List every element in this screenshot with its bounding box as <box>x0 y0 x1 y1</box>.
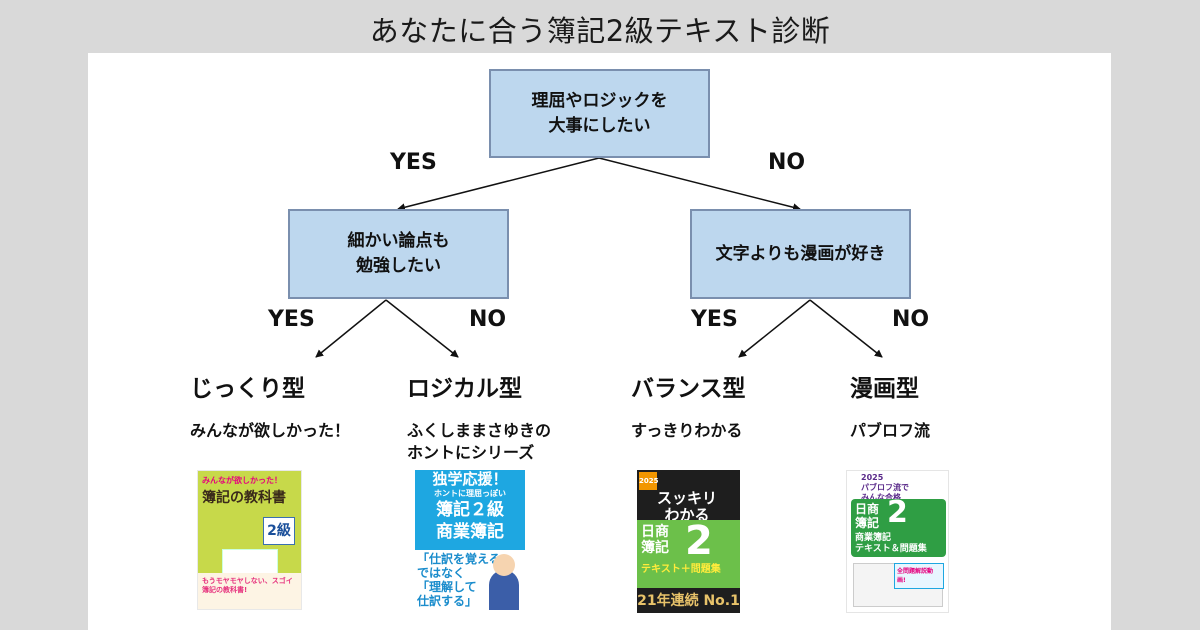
result-book-3: すっきりわかる <box>631 421 743 440</box>
branch-label-left-yes: YES <box>268 307 315 332</box>
question-left: 細かい論点も 勉強したい <box>288 209 509 299</box>
cover-4-subject: 日商 簿記 <box>855 502 880 530</box>
question-root: 理屈やロジックを 大事にしたい <box>489 69 710 158</box>
cover-1-series: みんなが欲しかった！ <box>202 476 282 485</box>
cover-3-title: スッキリ わかる <box>657 489 718 524</box>
result-type-4: 漫画型 <box>850 376 919 402</box>
cover-2-quote: 「仕訳を覚える」 ではなく 「理解して 仕訳する」 <box>417 552 513 608</box>
cover-3-band: 日商 簿記 2 テキスト＋問題集 <box>637 518 740 588</box>
cover-2-header: 独学応援！ ホントに理屈っぽい 簿記２級 商業簿記 <box>415 470 525 550</box>
branch-label-right-no: NO <box>892 307 930 332</box>
result-type-1: じっくり型 <box>190 376 305 402</box>
cover-3-text: テキスト＋問題集 <box>641 564 721 575</box>
cover-3-subject: 日商 簿記 <box>641 524 669 556</box>
question-right: 文字よりも漫画が好き <box>690 209 911 299</box>
cover-3-grade: 2 <box>685 518 713 564</box>
book-cover-sukkiri: 2025 スッキリ わかる 日商 簿記 2 テキスト＋問題集 21年連続 No.… <box>637 470 740 613</box>
result-book-2: ふくしままさゆきの ホントにシリーズ <box>407 421 552 462</box>
result-type-3: バランス型 <box>631 376 746 402</box>
result-type-2: ロジカル型 <box>407 376 522 402</box>
cover-4-badge: 全問題解説動画! <box>894 563 944 589</box>
page-title: あなたに合う簿記2級テキスト診断 <box>369 14 831 48</box>
cover-2-person-illustration <box>489 570 519 610</box>
cover-4-band: 日商 簿記 2 商業簿記 テキスト＆問題集 <box>851 495 946 557</box>
cover-3-year: 2025 <box>639 472 658 490</box>
cover-4-grade: 2 <box>887 495 908 530</box>
branch-label-left-no: NO <box>469 307 507 332</box>
branch-label-root-no: NO <box>768 150 806 175</box>
cover-1-main: 簿記の教科書 <box>202 490 286 506</box>
result-book-1: みんなが欲しかった！ <box>190 421 351 440</box>
cover-2-line3: 簿記２級 <box>436 500 504 520</box>
cover-2-face-illustration <box>493 554 515 576</box>
result-book-4: パブロフ流 <box>850 421 931 440</box>
branch-label-root-yes: YES <box>390 150 437 175</box>
book-cover-pavlov: 2025 パブロフ流で みんな合格 日商 簿記 2 商業簿記 テキスト＆問題集 … <box>846 470 949 613</box>
cover-4-text: 商業簿記 テキスト＆問題集 <box>855 533 927 554</box>
book-cover-minnaga: みんなが欲しかった！ 簿記の教科書 2級 もうモヤモヤしない、スゴイ簿記の教科書… <box>197 470 302 610</box>
cover-3-bottom: 21年連続 No.1 <box>637 589 740 613</box>
question-root-text: 理屈やロジックを 大事にしたい <box>531 90 668 136</box>
cover-2-line1: 独学応援！ <box>432 470 508 488</box>
cover-4-top: 2025 パブロフ流で みんな合格 <box>861 473 909 502</box>
cover-1-grade: 2級 <box>263 517 295 545</box>
cover-1-tagline: もうモヤモヤしない、スゴイ簿記の教科書! <box>198 573 301 609</box>
book-cover-honto: 独学応援！ ホントに理屈っぽい 簿記２級 商業簿記 「仕訳を覚える」 ではなく … <box>415 470 525 610</box>
cover-2-line4: 商業簿記 <box>436 522 504 542</box>
question-right-text: 文字よりも漫画が好き <box>715 243 886 264</box>
branch-label-right-yes: YES <box>691 307 738 332</box>
question-left-text: 細かい論点も 勉強したい <box>347 231 450 276</box>
cover-2-line2: ホントに理屈っぽい <box>434 489 506 498</box>
